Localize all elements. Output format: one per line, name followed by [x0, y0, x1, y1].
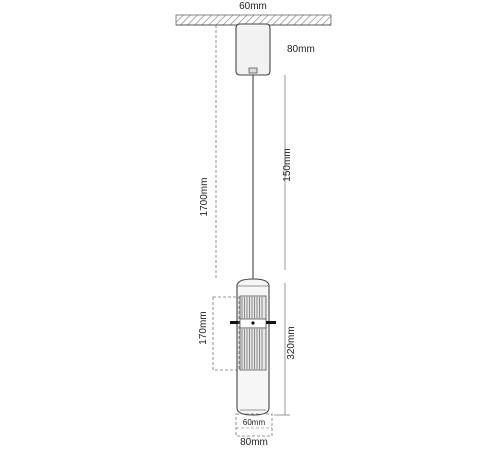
right-clip — [266, 321, 276, 324]
canopy — [235, 23, 271, 76]
canopy-height-label: 80mm — [287, 44, 315, 55]
diameter-dimension-box — [235, 413, 273, 437]
cable-length-label: 150mm — [282, 148, 293, 181]
outer-diameter-label: 80mm — [240, 437, 268, 448]
lower-ribs — [241, 329, 263, 369]
total-shade-height-label: 320mm — [286, 326, 297, 359]
overall-drop-label: 1700mm — [199, 178, 210, 217]
left-clip — [230, 321, 240, 324]
upper-section-height-label: 170mm — [198, 311, 209, 344]
clip-screw — [251, 321, 255, 325]
upper-section-dimension-box — [212, 296, 240, 371]
upper-ribs — [241, 297, 263, 318]
inner-diameter-label: 60mm — [243, 418, 266, 427]
canopy-cable-grip — [248, 67, 258, 74]
ceiling-width-label: 60mm — [239, 1, 267, 12]
